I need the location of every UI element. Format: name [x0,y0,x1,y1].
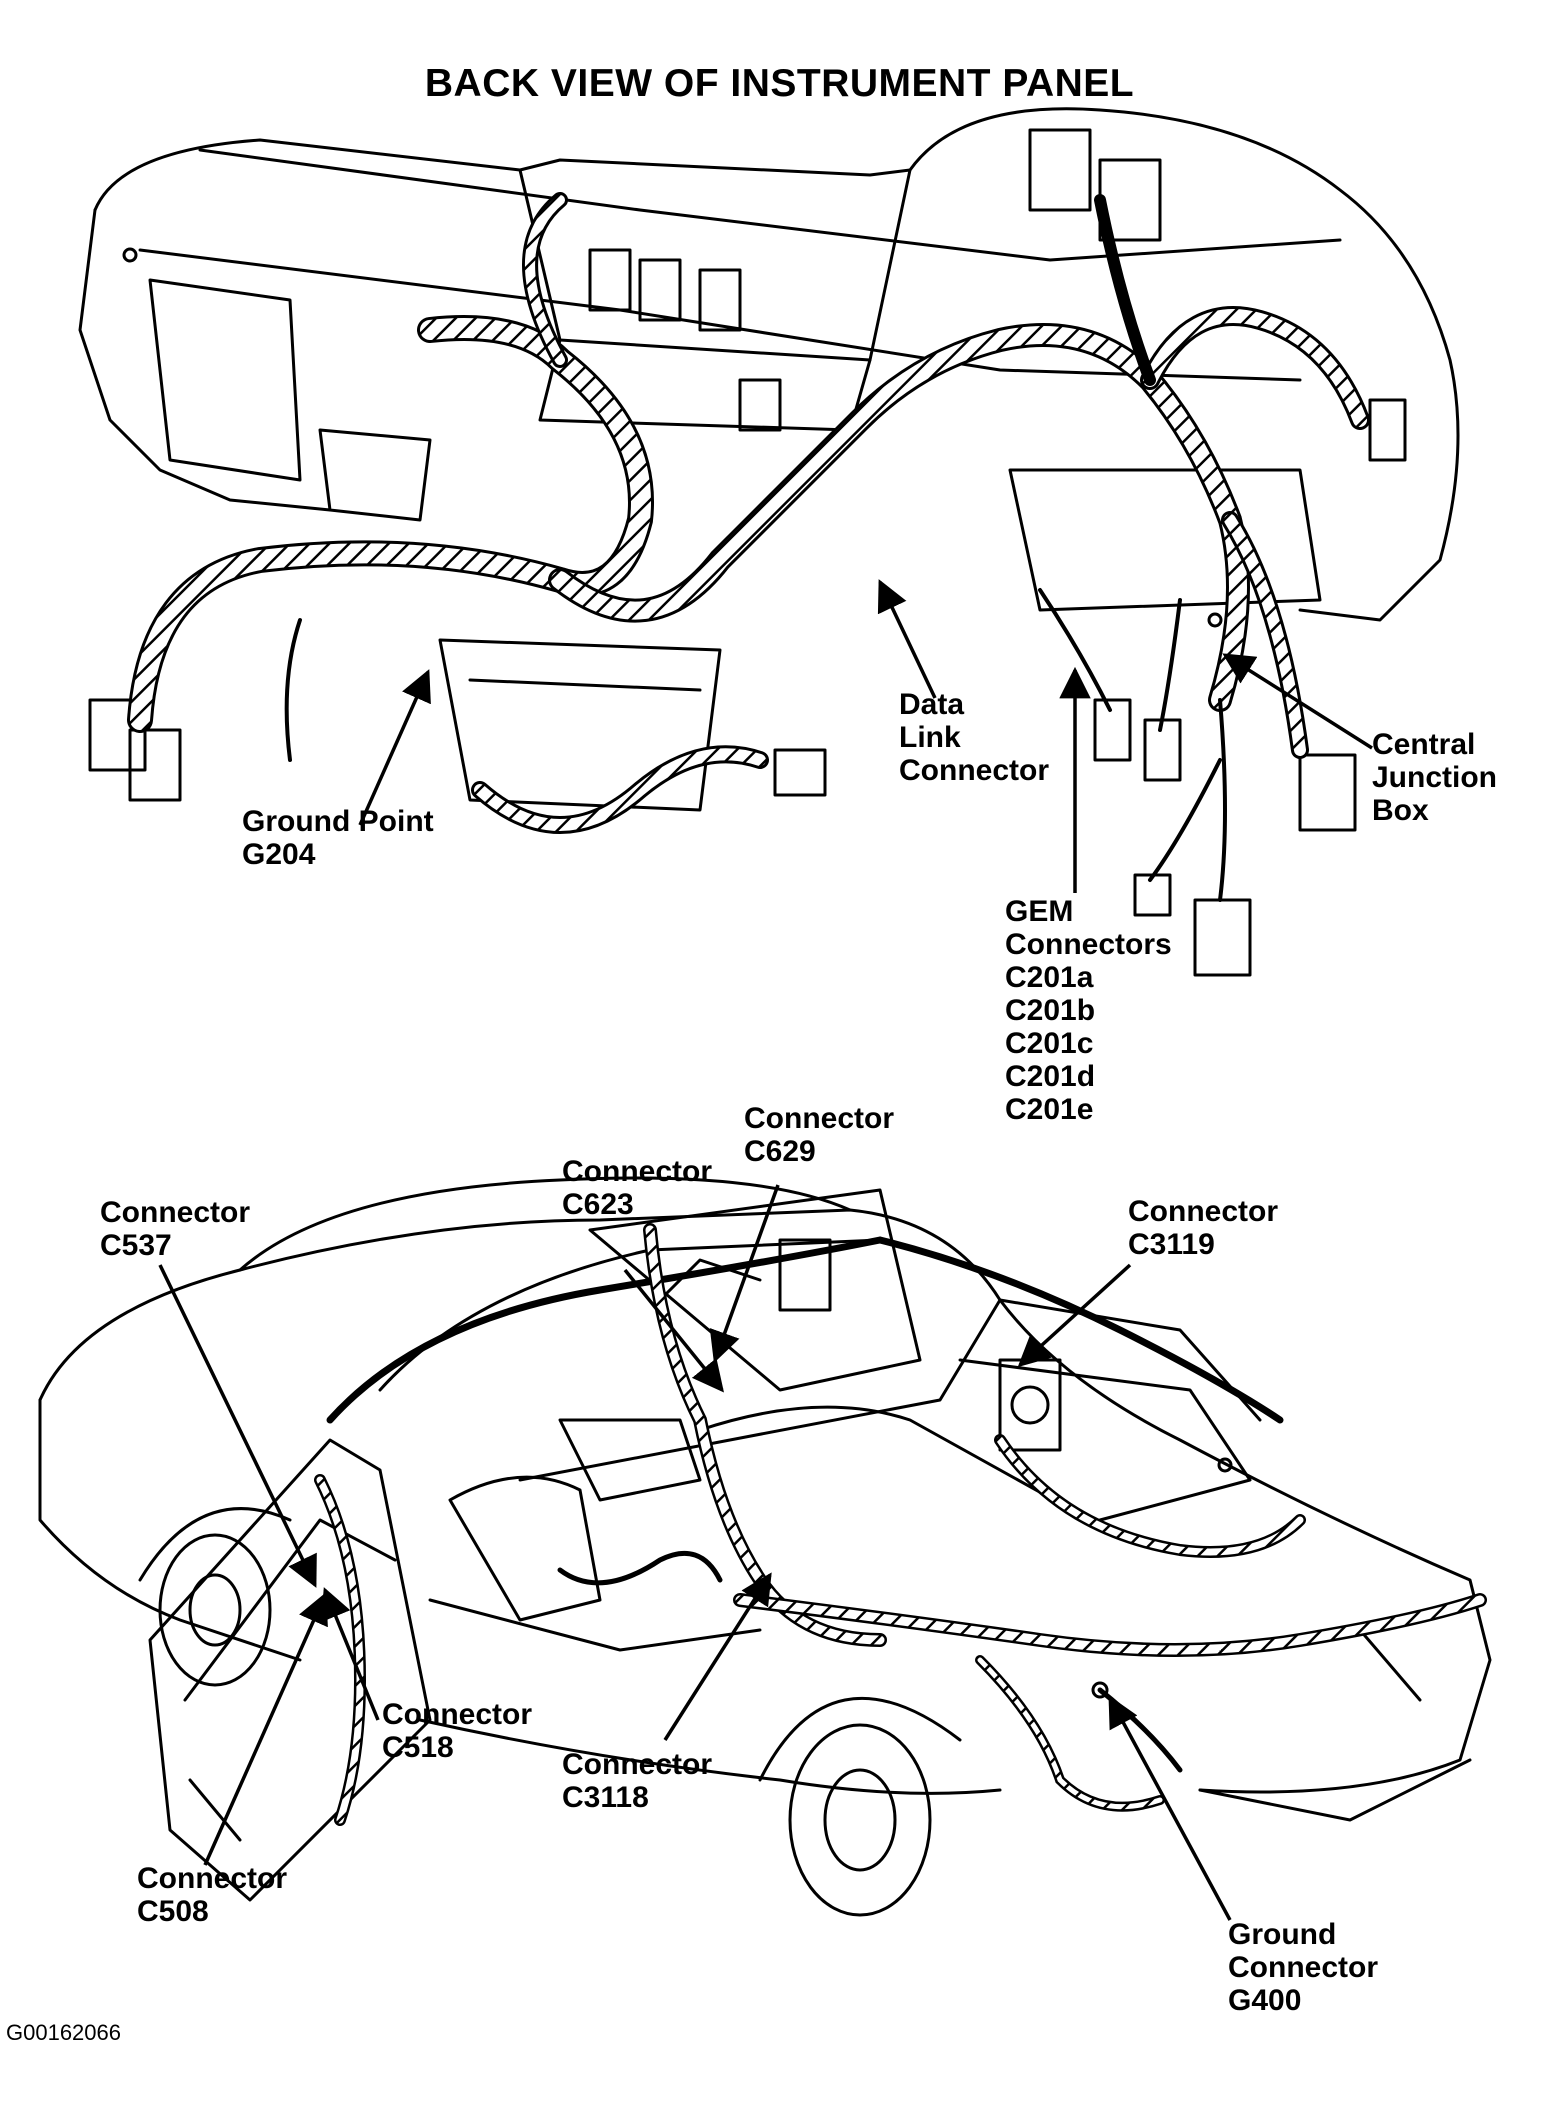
label-connector-c3119: Connector C3119 [1128,1195,1278,1261]
label-ground-connector-g400: Ground Connector G400 [1228,1918,1378,2017]
leader-ground-point [358,669,431,826]
diagram-title: BACK VIEW OF INSTRUMENT PANEL [424,62,1135,105]
leader-central-junction [1222,653,1373,750]
label-connector-c537: Connector C537 [100,1196,250,1262]
leader-c508 [203,1592,328,1866]
vehicle-harness [314,1223,1487,1826]
figure-id: G00162066 [6,2020,121,2045]
label-connector-c623: Connector C623 [562,1155,712,1221]
instrument-panel-drawing [78,107,1460,977]
label-connector-c629: Connector C629 [744,1102,894,1168]
leader-c537 [158,1264,317,1588]
label-connector-c508: Connector C508 [137,1862,287,1928]
label-data-link-connector: Data Link Connector [899,688,1049,787]
instrument-panel-harness [127,192,1370,902]
leader-lines [158,579,1373,1921]
vehicle-drawing [38,1176,1492,1917]
label-connector-c3118: Connector C3118 [562,1748,712,1814]
label-connector-c518: Connector C518 [382,1698,532,1764]
label-ground-point-g204: Ground Point G204 [242,805,434,871]
leader-c518 [321,1587,380,1721]
leader-g400 [1108,1695,1232,1921]
leader-c3118 [663,1572,772,1741]
leader-c3119 [1017,1263,1132,1368]
label-gem-connectors: GEM Connectors C201a C201b C201c C201d C… [1005,895,1172,1126]
leader-c629 [709,1184,780,1363]
label-central-junction-box: Central Junction Box [1372,728,1497,827]
leader-data-link [877,579,937,699]
leader-c623 [623,1268,724,1393]
